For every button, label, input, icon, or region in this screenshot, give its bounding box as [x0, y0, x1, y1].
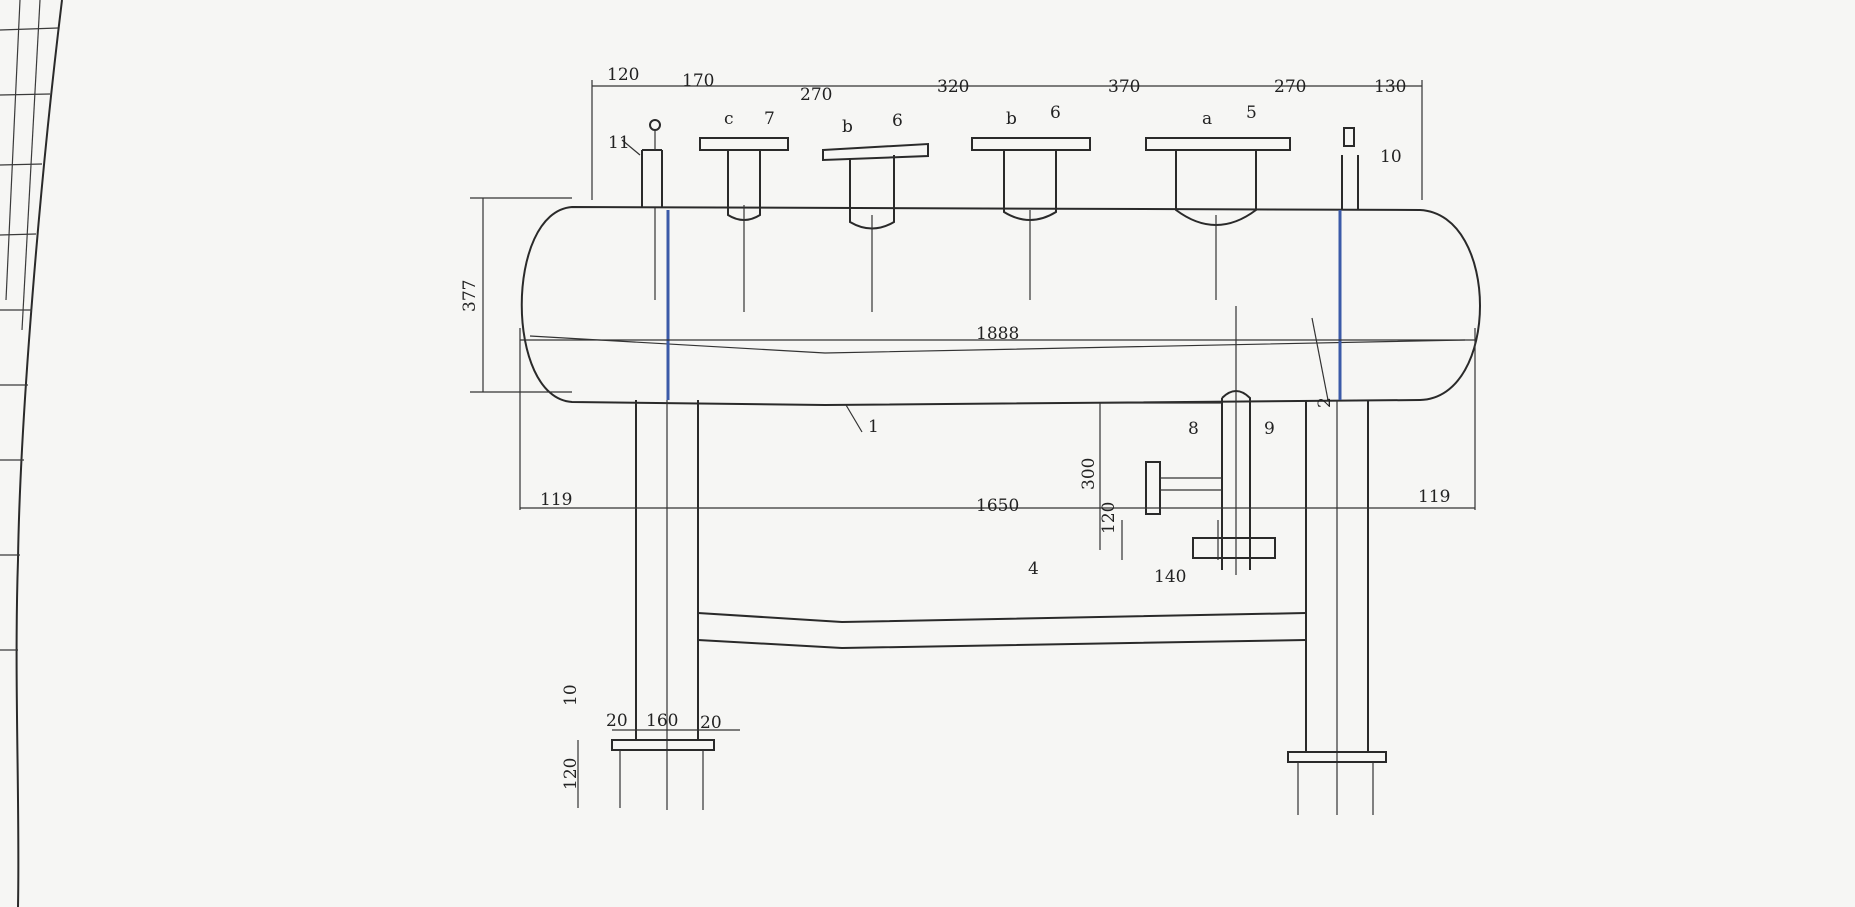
nozzle-letter-c: c — [724, 109, 734, 129]
dim-1888: 1888 — [976, 324, 1019, 344]
part-number-7: 7 — [764, 109, 775, 129]
part-number-4: 4 — [1028, 559, 1039, 579]
nozzle-letter-b2: b — [1006, 109, 1017, 129]
dimension-lines — [470, 80, 1476, 808]
dim-300: 300 — [1079, 458, 1099, 490]
dim-10: 10 — [561, 684, 581, 706]
nozzle-letter-a: a — [1202, 109, 1212, 129]
grid-fragment — [0, 0, 63, 907]
dim-top-2: 170 — [682, 71, 714, 91]
dim-base-160: 160 — [646, 711, 678, 731]
part-number-10: 10 — [1380, 147, 1402, 167]
dim-140: 140 — [1154, 567, 1186, 587]
dim-top-6: 270 — [1274, 77, 1306, 97]
dim-120-side: 120 — [1099, 502, 1119, 534]
dim-top-4: 320 — [937, 77, 969, 97]
part-number-6a: 6 — [892, 111, 903, 131]
dim-377: 377 — [460, 280, 480, 312]
part-number-2: 2 — [1315, 397, 1335, 408]
level-gauges — [641, 119, 1359, 400]
part-number-1: 1 — [868, 417, 879, 437]
dim-base-20-right: 20 — [700, 713, 722, 733]
vessel-shell — [520, 205, 1481, 407]
dim-top-3: 270 — [800, 85, 832, 105]
dim-1650: 1650 — [976, 496, 1019, 516]
part-number-8: 8 — [1188, 419, 1199, 439]
dim-120-base: 120 — [561, 758, 581, 790]
part-number-6b: 6 — [1050, 103, 1061, 123]
nozzle-letter-b1: b — [842, 117, 853, 137]
part-number-5: 5 — [1246, 103, 1257, 123]
part-number-11: 11 — [608, 133, 630, 153]
dim-top-1: 120 — [607, 65, 639, 85]
dim-119-right: 119 — [1418, 487, 1450, 507]
dim-119-left: 119 — [540, 490, 572, 510]
dim-base-20-left: 20 — [606, 711, 628, 731]
nozzles — [699, 137, 1291, 312]
dim-top-7: 130 — [1374, 77, 1406, 97]
part-number-9: 9 — [1264, 419, 1275, 439]
outlet-pipe — [1145, 306, 1276, 575]
dim-top-5: 370 — [1108, 77, 1140, 97]
support-legs — [611, 400, 1387, 815]
